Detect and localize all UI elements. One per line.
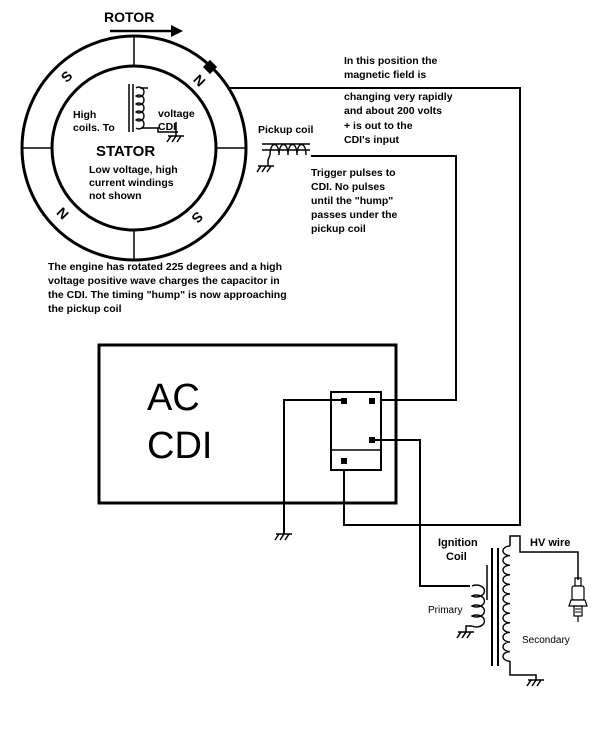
terminal-input bbox=[341, 458, 347, 464]
pickup-coil-label: Pickup coil bbox=[258, 124, 314, 136]
svg-text:voltage positive wave charges: voltage positive wave charges the capaci… bbox=[48, 275, 280, 287]
pole-n-top: N bbox=[190, 71, 208, 89]
cdi-ground-icon bbox=[274, 533, 292, 541]
spark-plug-icon bbox=[568, 577, 588, 622]
cdi-label-line1: AC bbox=[147, 377, 200, 419]
secondary-ground-icon bbox=[526, 679, 544, 687]
svg-text:pickup coil: pickup coil bbox=[311, 223, 366, 235]
pickup-trigger-wire bbox=[311, 155, 457, 401]
secondary-label: Secondary bbox=[522, 635, 570, 646]
svg-text:until the "hump": until the "hump" bbox=[311, 195, 393, 207]
cdi-connector bbox=[330, 391, 382, 471]
stator-coil-text-2: coils. To bbox=[73, 122, 115, 134]
svg-text:magnetic field is: magnetic field is bbox=[344, 69, 426, 81]
stator-coil-text-3: voltage bbox=[158, 108, 195, 120]
svg-text:and about 200 volts: and about 200 volts bbox=[344, 105, 442, 117]
svg-text:the CDI. The timing "hump" is: the CDI. The timing "hump" is now approa… bbox=[48, 289, 287, 301]
cdi-ground-wire bbox=[283, 399, 344, 534]
stator-windings-3: not shown bbox=[89, 190, 142, 202]
svg-text:In this position the: In this position the bbox=[344, 55, 437, 67]
terminal-output bbox=[369, 437, 375, 443]
svg-text:The engine has rotated 225 deg: The engine has rotated 225 degrees and a… bbox=[48, 261, 282, 273]
rotation-arrow-icon bbox=[110, 25, 183, 37]
primary-label: Primary bbox=[428, 605, 462, 616]
svg-text:passes under the: passes under the bbox=[311, 209, 398, 221]
cdi-label-line2: CDI bbox=[147, 425, 212, 467]
ignition-coil-label-2: Coil bbox=[446, 551, 467, 563]
ignition-coil-icon bbox=[465, 535, 579, 680]
pole-s-top: S bbox=[58, 68, 76, 86]
svg-text:Trigger pulses to: Trigger pulses to bbox=[311, 167, 396, 179]
cdi-unit-box bbox=[97, 343, 398, 505]
stator-windings-1: Low voltage, high bbox=[89, 164, 178, 176]
pickup-ground-icon bbox=[256, 165, 274, 173]
stator-coil-icon bbox=[128, 84, 178, 133]
svg-text:CDI. No pulses: CDI. No pulses bbox=[311, 181, 385, 193]
rotor-ring bbox=[20, 34, 248, 262]
stator-title: STATOR bbox=[96, 143, 155, 160]
svg-text:+ is out to the: + is out to the bbox=[344, 120, 413, 132]
svg-text:the pickup coil: the pickup coil bbox=[48, 303, 122, 315]
primary-ground-icon bbox=[456, 631, 474, 639]
stator-coil-text-4: CDI bbox=[158, 121, 176, 133]
stator-windings-2: current windings bbox=[89, 177, 174, 189]
magnetic-field-note: In this position the magnetic field is c… bbox=[344, 55, 453, 146]
svg-text:CDI's input: CDI's input bbox=[344, 134, 399, 146]
trigger-note: Trigger pulses to CDI. No pulses until t… bbox=[311, 167, 398, 235]
ignition-coil-label-1: Ignition bbox=[438, 537, 478, 549]
rotor-label: ROTOR bbox=[104, 9, 154, 25]
pole-n-bottom: N bbox=[53, 204, 71, 222]
stator-coil-text-1: High bbox=[73, 109, 96, 121]
pickup-coil-icon bbox=[262, 143, 310, 166]
pole-s-bottom: S bbox=[189, 209, 207, 227]
cdi-output-wire bbox=[374, 439, 470, 587]
engine-note: The engine has rotated 225 degrees and a… bbox=[48, 261, 287, 315]
stator-ground-icon bbox=[166, 122, 184, 143]
hv-wire-label: HV wire bbox=[530, 537, 570, 549]
terminal-trigger bbox=[369, 398, 375, 404]
svg-text:changing very rapidly: changing very rapidly bbox=[344, 91, 453, 103]
